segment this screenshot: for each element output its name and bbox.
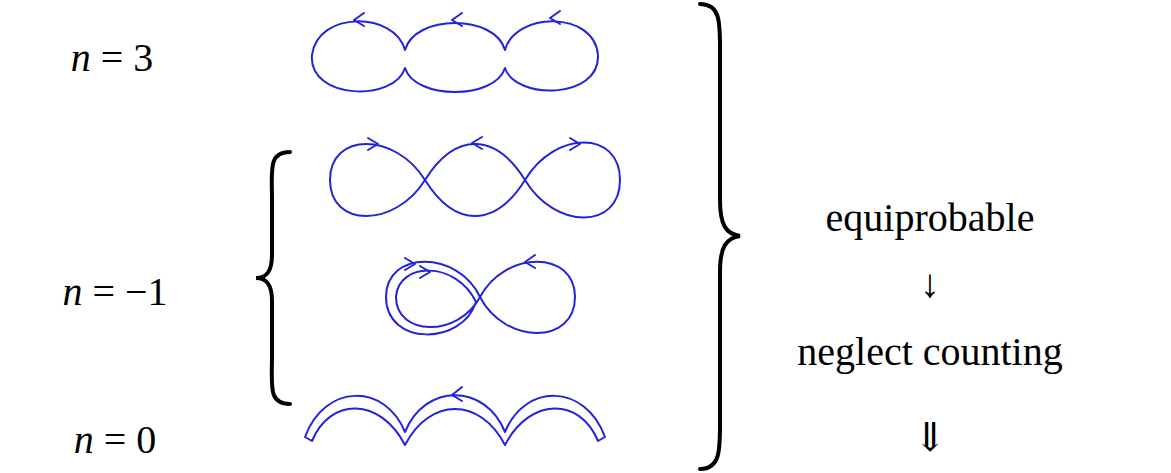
orientation-arrow bbox=[420, 266, 430, 278]
winding-number: n = 3 bbox=[71, 38, 154, 78]
right-brace bbox=[700, 4, 740, 469]
figure-eight-loop bbox=[330, 143, 620, 218]
orientation-arrow bbox=[550, 11, 560, 24]
note-text: equiprobable bbox=[826, 198, 1035, 238]
note-text: neglect counting bbox=[797, 332, 1062, 372]
collapsed-loop bbox=[305, 395, 605, 445]
left-brace bbox=[256, 152, 290, 404]
arrow-symbol: ↓ bbox=[920, 264, 940, 304]
double-loop bbox=[386, 262, 575, 335]
orientation-arrow bbox=[472, 137, 482, 149]
winding-number: n = 0 bbox=[74, 420, 157, 460]
orientation-arrow bbox=[452, 13, 462, 26]
orientation-arrow bbox=[570, 138, 580, 150]
orientation-arrow bbox=[405, 258, 415, 270]
loop-chain bbox=[312, 21, 598, 92]
orientation-arrow bbox=[452, 387, 462, 401]
winding-number: n = −1 bbox=[62, 272, 167, 312]
arrow-symbol: ⇓ bbox=[913, 418, 947, 458]
orientation-arrow bbox=[525, 255, 535, 268]
orientation-arrow bbox=[354, 13, 364, 26]
orientation-arrow bbox=[368, 138, 378, 150]
